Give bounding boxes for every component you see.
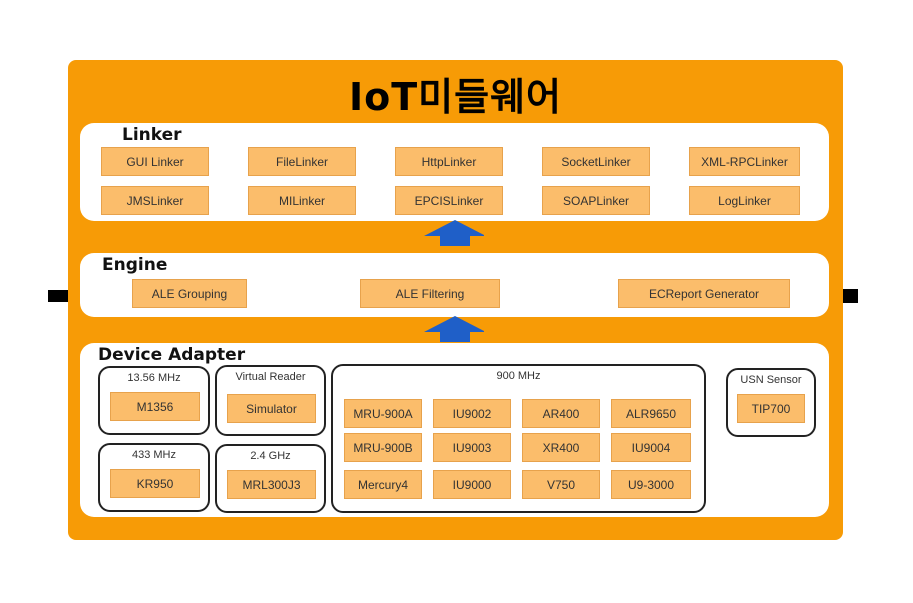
device-adapter-label: Device Adapter (98, 345, 246, 365)
device-item: Simulator (227, 394, 316, 423)
device-item: MRU-900B (344, 433, 422, 462)
engine-item: ALE Grouping (132, 279, 247, 308)
diagram-title: IoT미들웨어 (348, 75, 562, 119)
device-item: ALR9650 (611, 399, 691, 428)
group-900-mhz: 900 MHz MRU-900A IU9002 AR400 ALR9650 MR… (331, 364, 706, 513)
device-item: IU9004 (611, 433, 691, 462)
device-item: IU9002 (433, 399, 511, 428)
device-item: IU9000 (433, 470, 511, 499)
device-item: U9-3000 (611, 470, 691, 499)
device-item: TIP700 (737, 394, 805, 423)
device-item: Mercury4 (344, 470, 422, 499)
group-label: USN Sensor (740, 374, 802, 386)
linker-item: SOAPLinker (542, 186, 650, 215)
linker-item: EPCISLinker (395, 186, 503, 215)
group-label: 13.56 MHz (127, 372, 181, 384)
device-item: KR950 (110, 469, 200, 498)
group-label: Virtual Reader (235, 371, 306, 383)
linker-item: XML-RPCLinker (689, 147, 800, 176)
linker-panel: Linker GUI Linker FileLinker HttpLinker … (80, 123, 829, 221)
device-item: M1356 (110, 392, 200, 421)
group-virtual-reader: Virtual Reader Simulator (215, 365, 326, 436)
linker-item: FileLinker (248, 147, 356, 176)
group-usn-sensor: USN Sensor TIP700 (726, 368, 816, 437)
engine-panel: Engine ALE Grouping ALE Filtering ECRepo… (80, 253, 829, 317)
device-item: MRU-900A (344, 399, 422, 428)
linker-item: GUI Linker (101, 147, 209, 176)
device-item: V750 (522, 470, 600, 499)
group-13-56-mhz: 13.56 MHz M1356 (98, 366, 210, 435)
flow-up-arrow-icon (424, 316, 484, 342)
device-item: AR400 (522, 399, 600, 428)
device-item: IU9003 (433, 433, 511, 462)
group-433-mhz: 433 MHz KR950 (98, 443, 210, 512)
flow-up-arrow-icon (424, 220, 484, 246)
engine-item: ALE Filtering (360, 279, 500, 308)
linker-item: JMSLinker (101, 186, 209, 215)
device-adapter-panel: Device Adapter 13.56 MHz M1356 Virtual R… (80, 343, 829, 517)
linker-item: SocketLinker (542, 147, 650, 176)
engine-label: Engine (102, 255, 168, 275)
linker-item: MILinker (248, 186, 356, 215)
group-2-4-ghz: 2.4 GHz MRL300J3 (215, 444, 326, 513)
device-item: XR400 (522, 433, 600, 462)
iot-middleware-frame: IoT미들웨어 Linker GUI Linker FileLinker Htt… (68, 60, 843, 540)
linker-item: HttpLinker (395, 147, 503, 176)
linker-label: Linker (122, 125, 182, 145)
group-label: 433 MHz (131, 449, 177, 461)
device-item: MRL300J3 (227, 470, 316, 499)
engine-item: ECReport Generator (618, 279, 790, 308)
group-label: 900 MHz (496, 370, 541, 382)
group-label: 2.4 GHz (250, 450, 291, 462)
linker-item: LogLinker (689, 186, 800, 215)
